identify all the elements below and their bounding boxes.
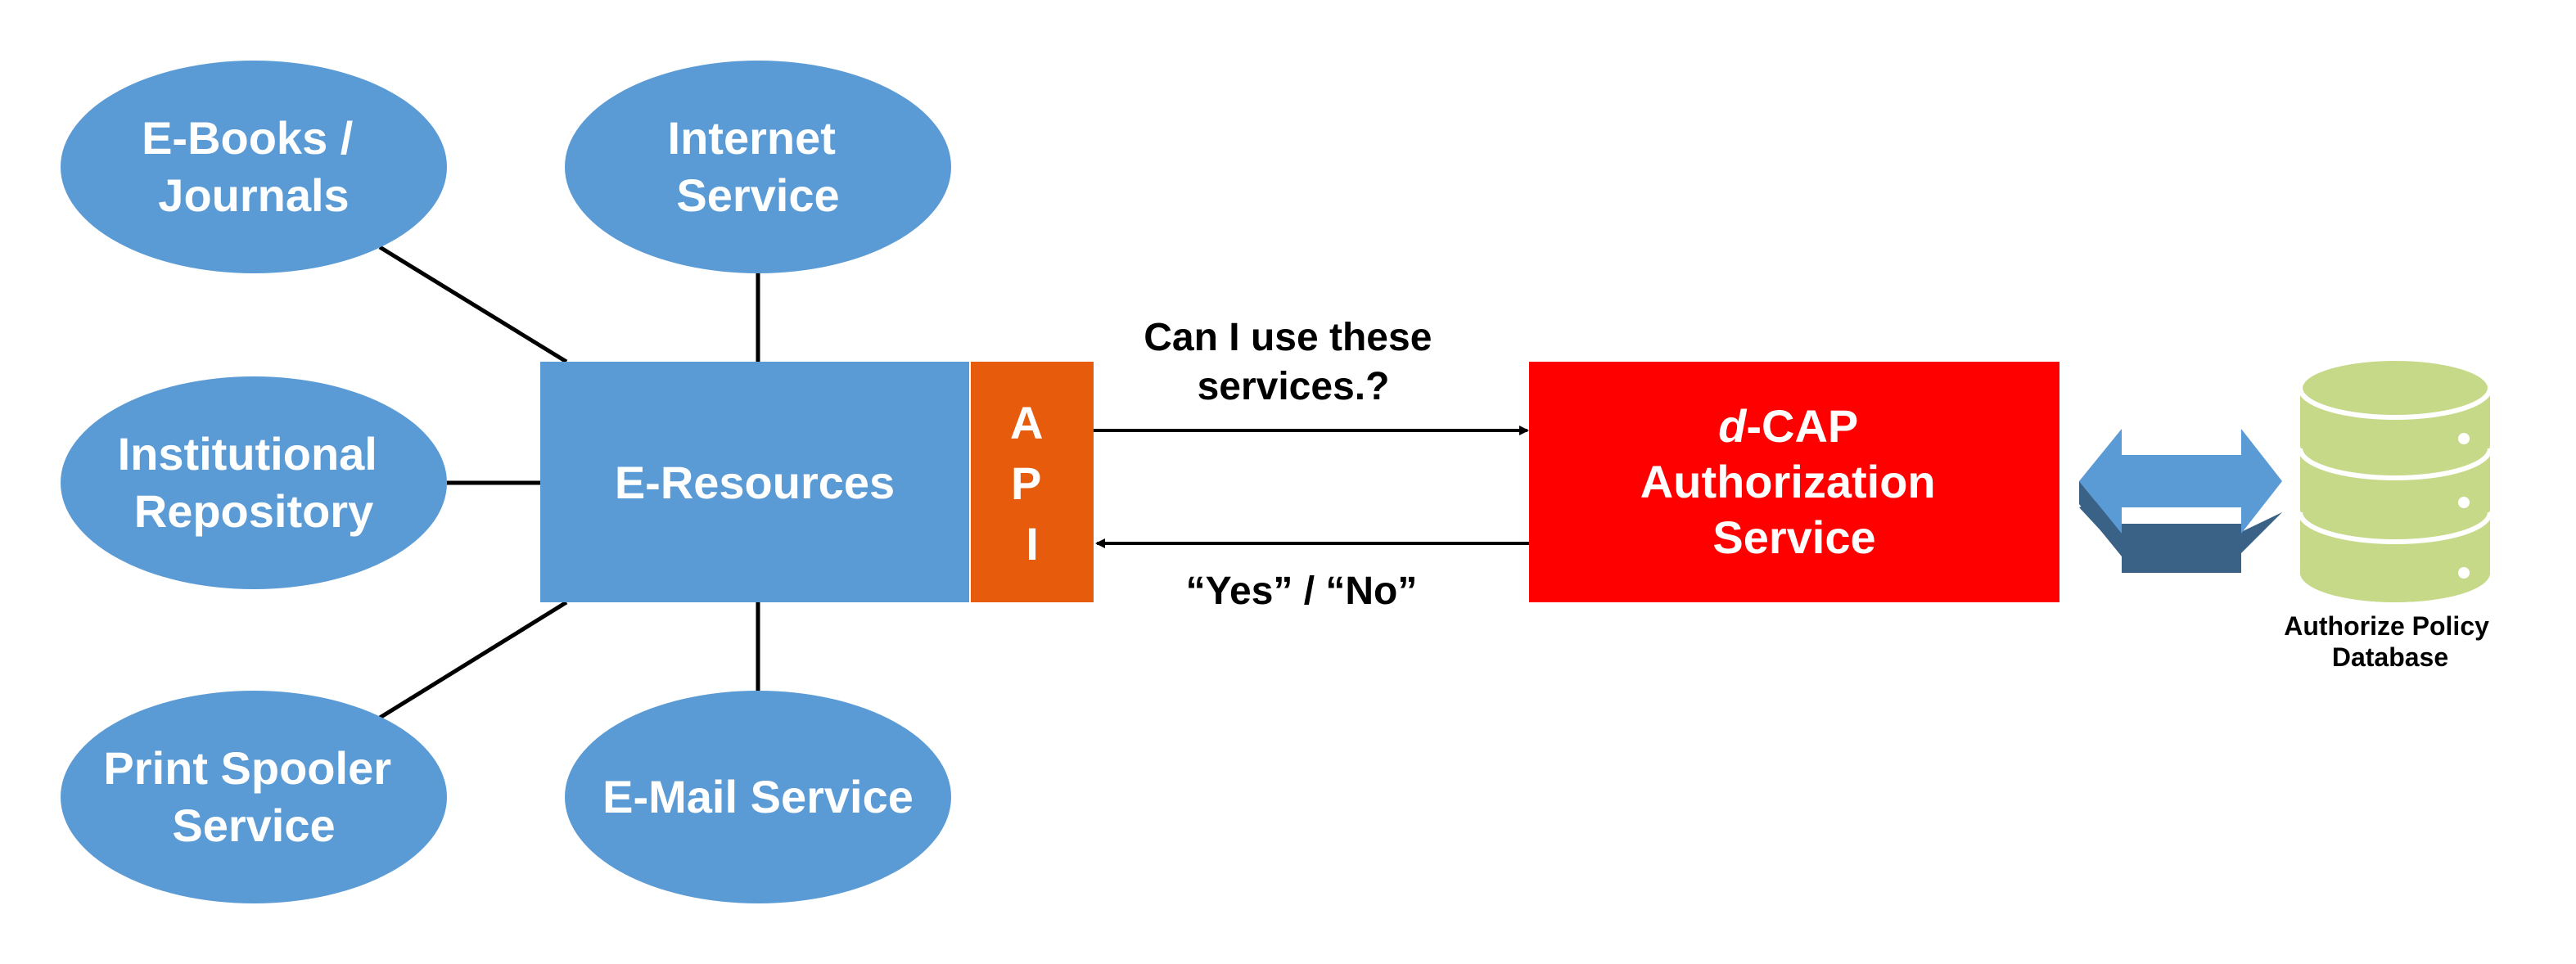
response-label: “Yes” / “No” xyxy=(1186,570,1418,613)
service-ellipse xyxy=(565,691,951,903)
auth-name: -CAP xyxy=(1746,400,1857,452)
database-label-line: Authorize Policy xyxy=(2284,611,2489,641)
auth-prefix: d xyxy=(1718,400,1748,452)
svg-text:A P I: A P I xyxy=(1010,397,1054,570)
service-email[interactable]: E-Mail Service xyxy=(565,691,951,903)
service-label: Service xyxy=(172,800,335,851)
service-repository[interactable]: Institutional Repository xyxy=(61,376,447,589)
database-label-line: Database xyxy=(2332,642,2448,672)
service-label: Journals xyxy=(158,169,349,221)
auth-service[interactable]: d-CAP Authorization Service xyxy=(1529,362,2059,602)
auth-title: d-CAP Authorization Service xyxy=(1640,400,1948,563)
auth-line: Service xyxy=(1712,511,1875,563)
service-label: Print Spooler xyxy=(103,742,391,794)
service-ellipse xyxy=(61,61,447,273)
svg-text:Internet Service: Internet Service xyxy=(668,112,849,221)
service-label: Institutional xyxy=(118,428,377,480)
svg-text:Institutional Repository: Institutional Repository xyxy=(118,428,390,537)
api-letter: A xyxy=(1010,397,1042,448)
database-label: Authorize Policy Database xyxy=(2284,611,2497,672)
service-label: E-Mail Service xyxy=(602,771,914,822)
api-letter: P xyxy=(1011,457,1040,509)
auth-line: Authorization xyxy=(1640,456,1936,507)
service-internet[interactable]: Internet Service xyxy=(565,61,951,273)
auth-box xyxy=(1529,362,2059,602)
service-label: E-Books / xyxy=(142,112,354,164)
hub-e-resources[interactable]: E-Resources xyxy=(540,362,969,602)
request-label-line: Can I use these xyxy=(1144,316,1432,359)
service-label: Repository xyxy=(134,485,374,537)
policy-database[interactable]: Authorize Policy Database xyxy=(2284,356,2497,672)
service-print-spooler[interactable]: Print Spooler Service xyxy=(61,691,447,903)
connector-print xyxy=(378,600,568,720)
service-ellipse xyxy=(565,61,951,273)
api-letter: I xyxy=(1026,518,1039,570)
arrow-side xyxy=(2079,481,2122,556)
svg-text:E-Mail Service: E-Mail Service xyxy=(602,771,914,822)
hub-label: E-Resources xyxy=(615,457,895,508)
service-ebooks[interactable]: E-Books / Journals xyxy=(61,61,447,273)
service-ellipse xyxy=(61,691,447,903)
svg-text:Print Spooler Service: Print Spooler Service xyxy=(103,742,404,851)
request-label-line: services.? xyxy=(1198,365,1390,408)
service-ellipse xyxy=(61,376,447,589)
service-label: Service xyxy=(676,169,839,221)
arrow-face xyxy=(2079,429,2282,534)
api-rect xyxy=(971,362,1094,602)
request-label: Can I use these services.? xyxy=(1144,316,1442,408)
bidirectional-arrow xyxy=(2079,429,2282,573)
hub-box xyxy=(540,362,969,602)
arrow-shadow xyxy=(2079,491,2282,573)
svg-text:E-Books / Journals: E-Books / Journals xyxy=(142,112,366,221)
service-label: Internet xyxy=(668,112,836,164)
connector-ebooks xyxy=(378,245,568,364)
database-icon xyxy=(2298,356,2493,602)
api-box[interactable]: A P I xyxy=(971,362,1094,602)
